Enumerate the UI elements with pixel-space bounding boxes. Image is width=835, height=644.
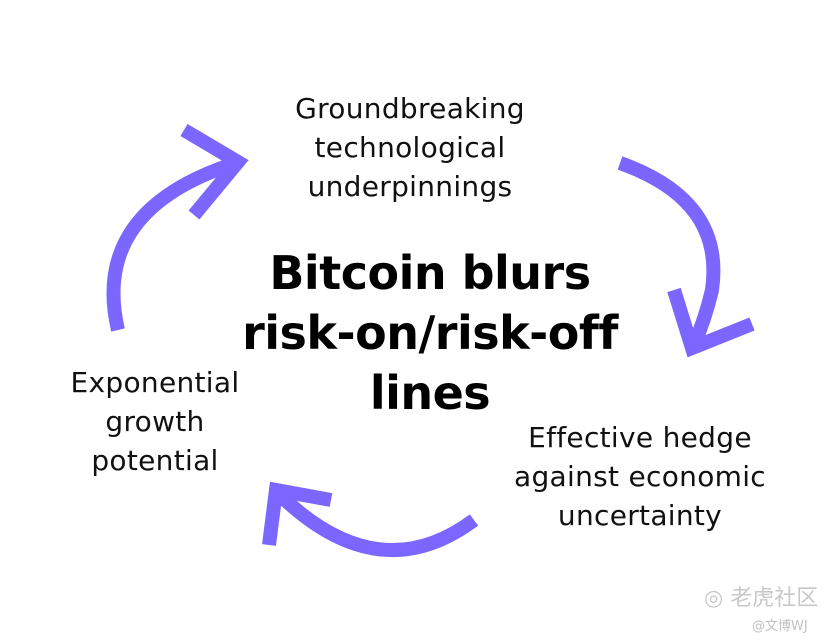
center-title: Bitcoin blurs risk-on/risk-off lines [220, 243, 640, 423]
node-growth: Exponential growth potential [45, 363, 265, 480]
node-line: uncertainty [557, 499, 723, 532]
node-line: technological [314, 131, 506, 164]
watermark-handle: @文博WJ [752, 619, 808, 634]
watermark-brand-text: 老虎社区 [730, 586, 819, 611]
tiger-logo-icon: ◎ [704, 586, 724, 611]
node-line: Effective hedge [528, 421, 752, 454]
title-line: lines [369, 366, 491, 420]
watermark-brand: ◎ 老虎社区 [704, 580, 818, 612]
arrow-top-right [617, 156, 755, 358]
node-line: against economic [514, 460, 766, 493]
node-line: Exponential [70, 366, 240, 399]
title-line: Bitcoin blurs [269, 246, 591, 300]
node-line: growth [105, 405, 205, 438]
node-line: potential [91, 444, 219, 477]
node-line: underpinnings [307, 170, 513, 203]
arrow-bottom [262, 481, 479, 558]
title-line: risk-on/risk-off [242, 306, 618, 360]
node-technology: Groundbreaking technological underpinnin… [240, 89, 580, 206]
node-hedge: Effective hedge against economic uncerta… [490, 418, 790, 535]
arrow-left [106, 123, 249, 332]
node-line: Groundbreaking [295, 92, 525, 125]
